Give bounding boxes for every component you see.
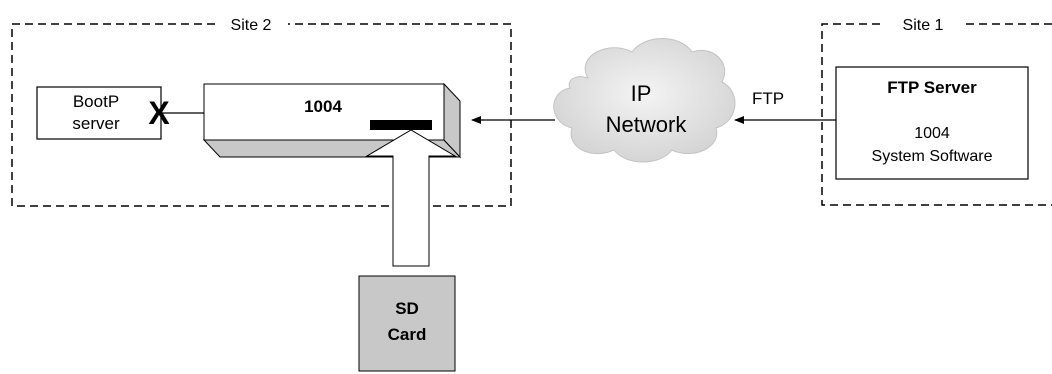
device-label: 1004 xyxy=(304,97,342,116)
ftp-link-label: FTP xyxy=(752,89,784,108)
ip-network-label-line2: Network xyxy=(606,112,688,137)
bootp-server-label-line1: BootP xyxy=(73,92,119,111)
site-2-boundary: Site 2 xyxy=(11,17,512,207)
cloud-icon xyxy=(553,38,736,163)
site-1-boundary: Site 1 xyxy=(821,17,1052,206)
ftp-server-line1: 1004 xyxy=(914,125,950,142)
device-front-face xyxy=(203,83,445,141)
bootp-server: BootP server xyxy=(36,86,162,140)
ip-network-label-line1: IP xyxy=(631,81,652,106)
ftp-server-title: FTP Server xyxy=(887,78,977,97)
ftp-server-line2: System Software xyxy=(872,148,993,165)
ip-network-cloud: IP Network xyxy=(553,38,736,163)
sd-card-insert-arrow xyxy=(365,129,457,267)
sd-card: SD Card xyxy=(358,275,456,372)
sd-card-slot xyxy=(370,120,432,130)
site-2-label: Site 2 xyxy=(231,17,272,34)
ftp-server: FTP Server 1004 System Software xyxy=(835,66,1029,180)
site-1-label: Site 1 xyxy=(903,17,944,34)
sd-card-label-line1: SD xyxy=(395,299,419,318)
link-failure-x-icon: X xyxy=(148,95,170,131)
bootp-server-label-line2: server xyxy=(72,114,120,133)
sd-card-label-line2: Card xyxy=(388,325,427,344)
